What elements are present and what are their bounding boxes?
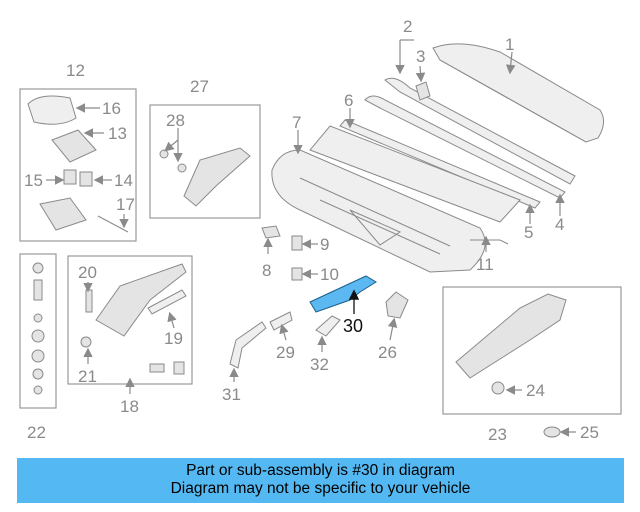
callout-17: 17: [116, 195, 135, 214]
callout-1: 1: [505, 35, 514, 54]
part-20-21: [80, 289, 93, 348]
part-27-bracket: [183, 147, 251, 207]
callout-15: 15: [24, 171, 43, 190]
callout-13: 13: [108, 124, 127, 143]
part-8: [261, 225, 281, 239]
callout-10: 10: [320, 265, 339, 284]
callout-6: 6: [344, 91, 353, 110]
part-5-strip: [339, 119, 541, 209]
callout-20: 20: [78, 263, 97, 282]
part-26: [385, 291, 409, 319]
banner-line-1: Part or sub-assembly is #30 in diagram: [186, 462, 455, 479]
part-29: [269, 311, 293, 331]
part-22-stack: [31, 262, 45, 395]
part-30-highlighted: [309, 275, 377, 313]
part-13: [51, 129, 97, 163]
callout-arrows: [46, 39, 576, 437]
part-3-clip: [415, 81, 431, 101]
callout-24: 24: [526, 381, 545, 400]
part-9: [291, 235, 303, 251]
part-10: [291, 267, 303, 281]
callout-11: 11: [476, 255, 494, 274]
callout-7: 7: [292, 113, 301, 132]
callout-23: 23: [488, 425, 507, 444]
box-12: [19, 88, 137, 242]
part-32: [315, 315, 341, 337]
parts-diagram: 1 2 3 4 5 6 7 8 9 10 11 12 13 14 15 16 1…: [19, 17, 622, 444]
callout-12: 12: [66, 61, 85, 80]
part-11-rod: [470, 239, 509, 245]
part-24-grommet: [491, 381, 505, 395]
part-25-cap: [543, 426, 561, 438]
banner-line-2: Diagram may not be specific to your vehi…: [170, 480, 471, 497]
part-17-assy: [39, 197, 87, 231]
callout-4: 4: [555, 215, 564, 234]
callout-14: 14: [114, 171, 133, 190]
part-2-seal: [384, 77, 576, 185]
callout-18: 18: [120, 397, 139, 416]
callout-27: 27: [190, 77, 209, 96]
callout-22: 22: [27, 423, 46, 442]
callout-19: 19: [164, 329, 183, 348]
callout-9: 9: [320, 235, 329, 254]
callout-2: 2: [403, 17, 412, 36]
part-16: [27, 95, 77, 125]
callout-3: 3: [416, 47, 425, 66]
part-15-14: [63, 169, 93, 187]
box-22: [19, 253, 57, 409]
callout-28: 28: [166, 111, 185, 130]
box-23: [442, 286, 622, 415]
part-6-panel: [309, 125, 521, 223]
part-17-rod: [97, 215, 129, 233]
part-18-small: [149, 361, 185, 375]
part-19-bracket: [95, 263, 187, 337]
part-28-bolts: [159, 149, 187, 173]
callout-8: 8: [262, 261, 271, 280]
part-23-bracket: [455, 293, 567, 379]
callout-5: 5: [524, 223, 533, 242]
part-1-cover: [432, 43, 604, 143]
callout-29: 29: [276, 343, 295, 362]
box-27: [149, 104, 261, 219]
callout-31: 31: [222, 385, 241, 404]
vehicle-fit-banner: Part or sub-assembly is #30 in diagram D…: [17, 458, 624, 503]
callout-30: 30: [343, 316, 363, 336]
callout-21: 21: [78, 367, 97, 386]
callout-32: 32: [310, 355, 329, 374]
callout-25: 25: [580, 423, 599, 442]
part-7-frame: [271, 149, 486, 273]
part-31: [229, 321, 267, 369]
callout-26: 26: [378, 343, 397, 362]
callout-16: 16: [102, 99, 121, 118]
